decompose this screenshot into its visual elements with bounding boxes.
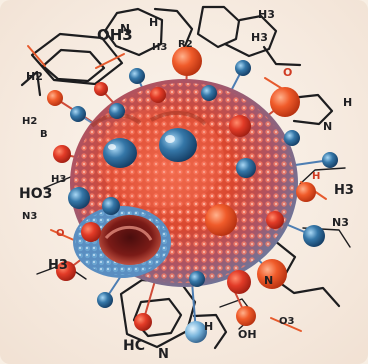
label-h2-left: H2 [22,116,37,127]
label-h-mid-top: H [149,16,158,29]
label-oh-bottom: OH [238,328,257,341]
label-hc-bottom: HC [123,338,145,354]
label-o3-bottom: O3 [279,316,295,327]
label-h3-right: H3 [334,183,354,198]
label-h2-left-top: H2 [26,70,43,83]
right-eye-icon [159,128,197,162]
label-o-red-left: O [56,228,65,239]
label-h3-left: H3 [51,174,66,185]
label-n3-right: N3 [332,216,349,229]
outer-spheres [47,46,338,343]
label-h-right: H [343,96,352,109]
label-oh3: OH3 [97,26,133,44]
label-h3-right-top: H3 [251,31,268,44]
left-eye-icon [103,138,137,168]
label-r2-top: R2 [178,39,193,50]
chemical-labels: OH3 H3 H3 H2 H2 H3 N H H3 HO3 N3 H3 H3 N… [19,8,354,362]
label-h3-top: H3 [258,8,275,21]
label-h-red-right: H [312,171,320,182]
label-n-mid-bottom: N [264,274,273,287]
label-b-left: B [40,129,48,140]
label-h3-left-bottom: H3 [48,258,68,273]
label-ho3: HO3 [19,186,52,202]
label-n-top: N [120,22,130,36]
label-o-top: O [283,66,292,79]
label-n3-left: N3 [22,211,37,222]
mouth-cavity [99,215,161,265]
virus-body [70,79,298,287]
label-h3-top-mid: H3 [152,42,167,53]
label-h-bottom: H [204,320,213,333]
label-n-right: N [323,120,332,133]
label-n-bottom: N [158,347,169,362]
